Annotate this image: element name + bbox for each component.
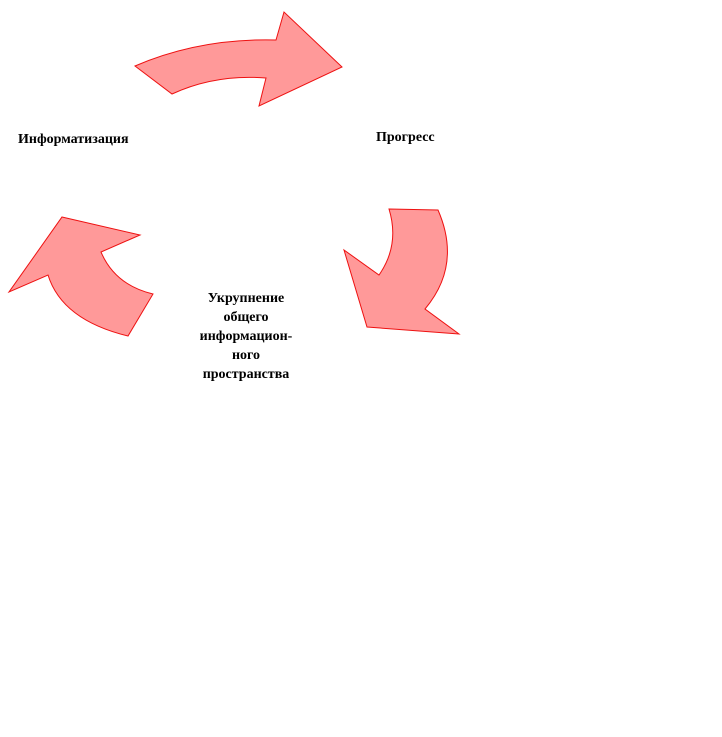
label-line: пространства	[202, 367, 290, 382]
label-line: информацион-	[199, 329, 293, 344]
arrow-right-progress-to-consolidation	[343, 208, 461, 335]
label-consolidation: Укрупнение общего информацион- ного прос…	[186, 289, 306, 384]
label-line: ного	[231, 348, 261, 363]
label-progress: Прогресс	[376, 130, 435, 145]
label-line: общего	[223, 310, 269, 325]
arrow-top-informatization-to-progress	[134, 11, 343, 107]
label-line: Укрупнение	[207, 291, 285, 306]
label-informatization: Информатизация	[18, 132, 129, 147]
arrow-left-consolidation-to-informatization	[7, 216, 154, 337]
